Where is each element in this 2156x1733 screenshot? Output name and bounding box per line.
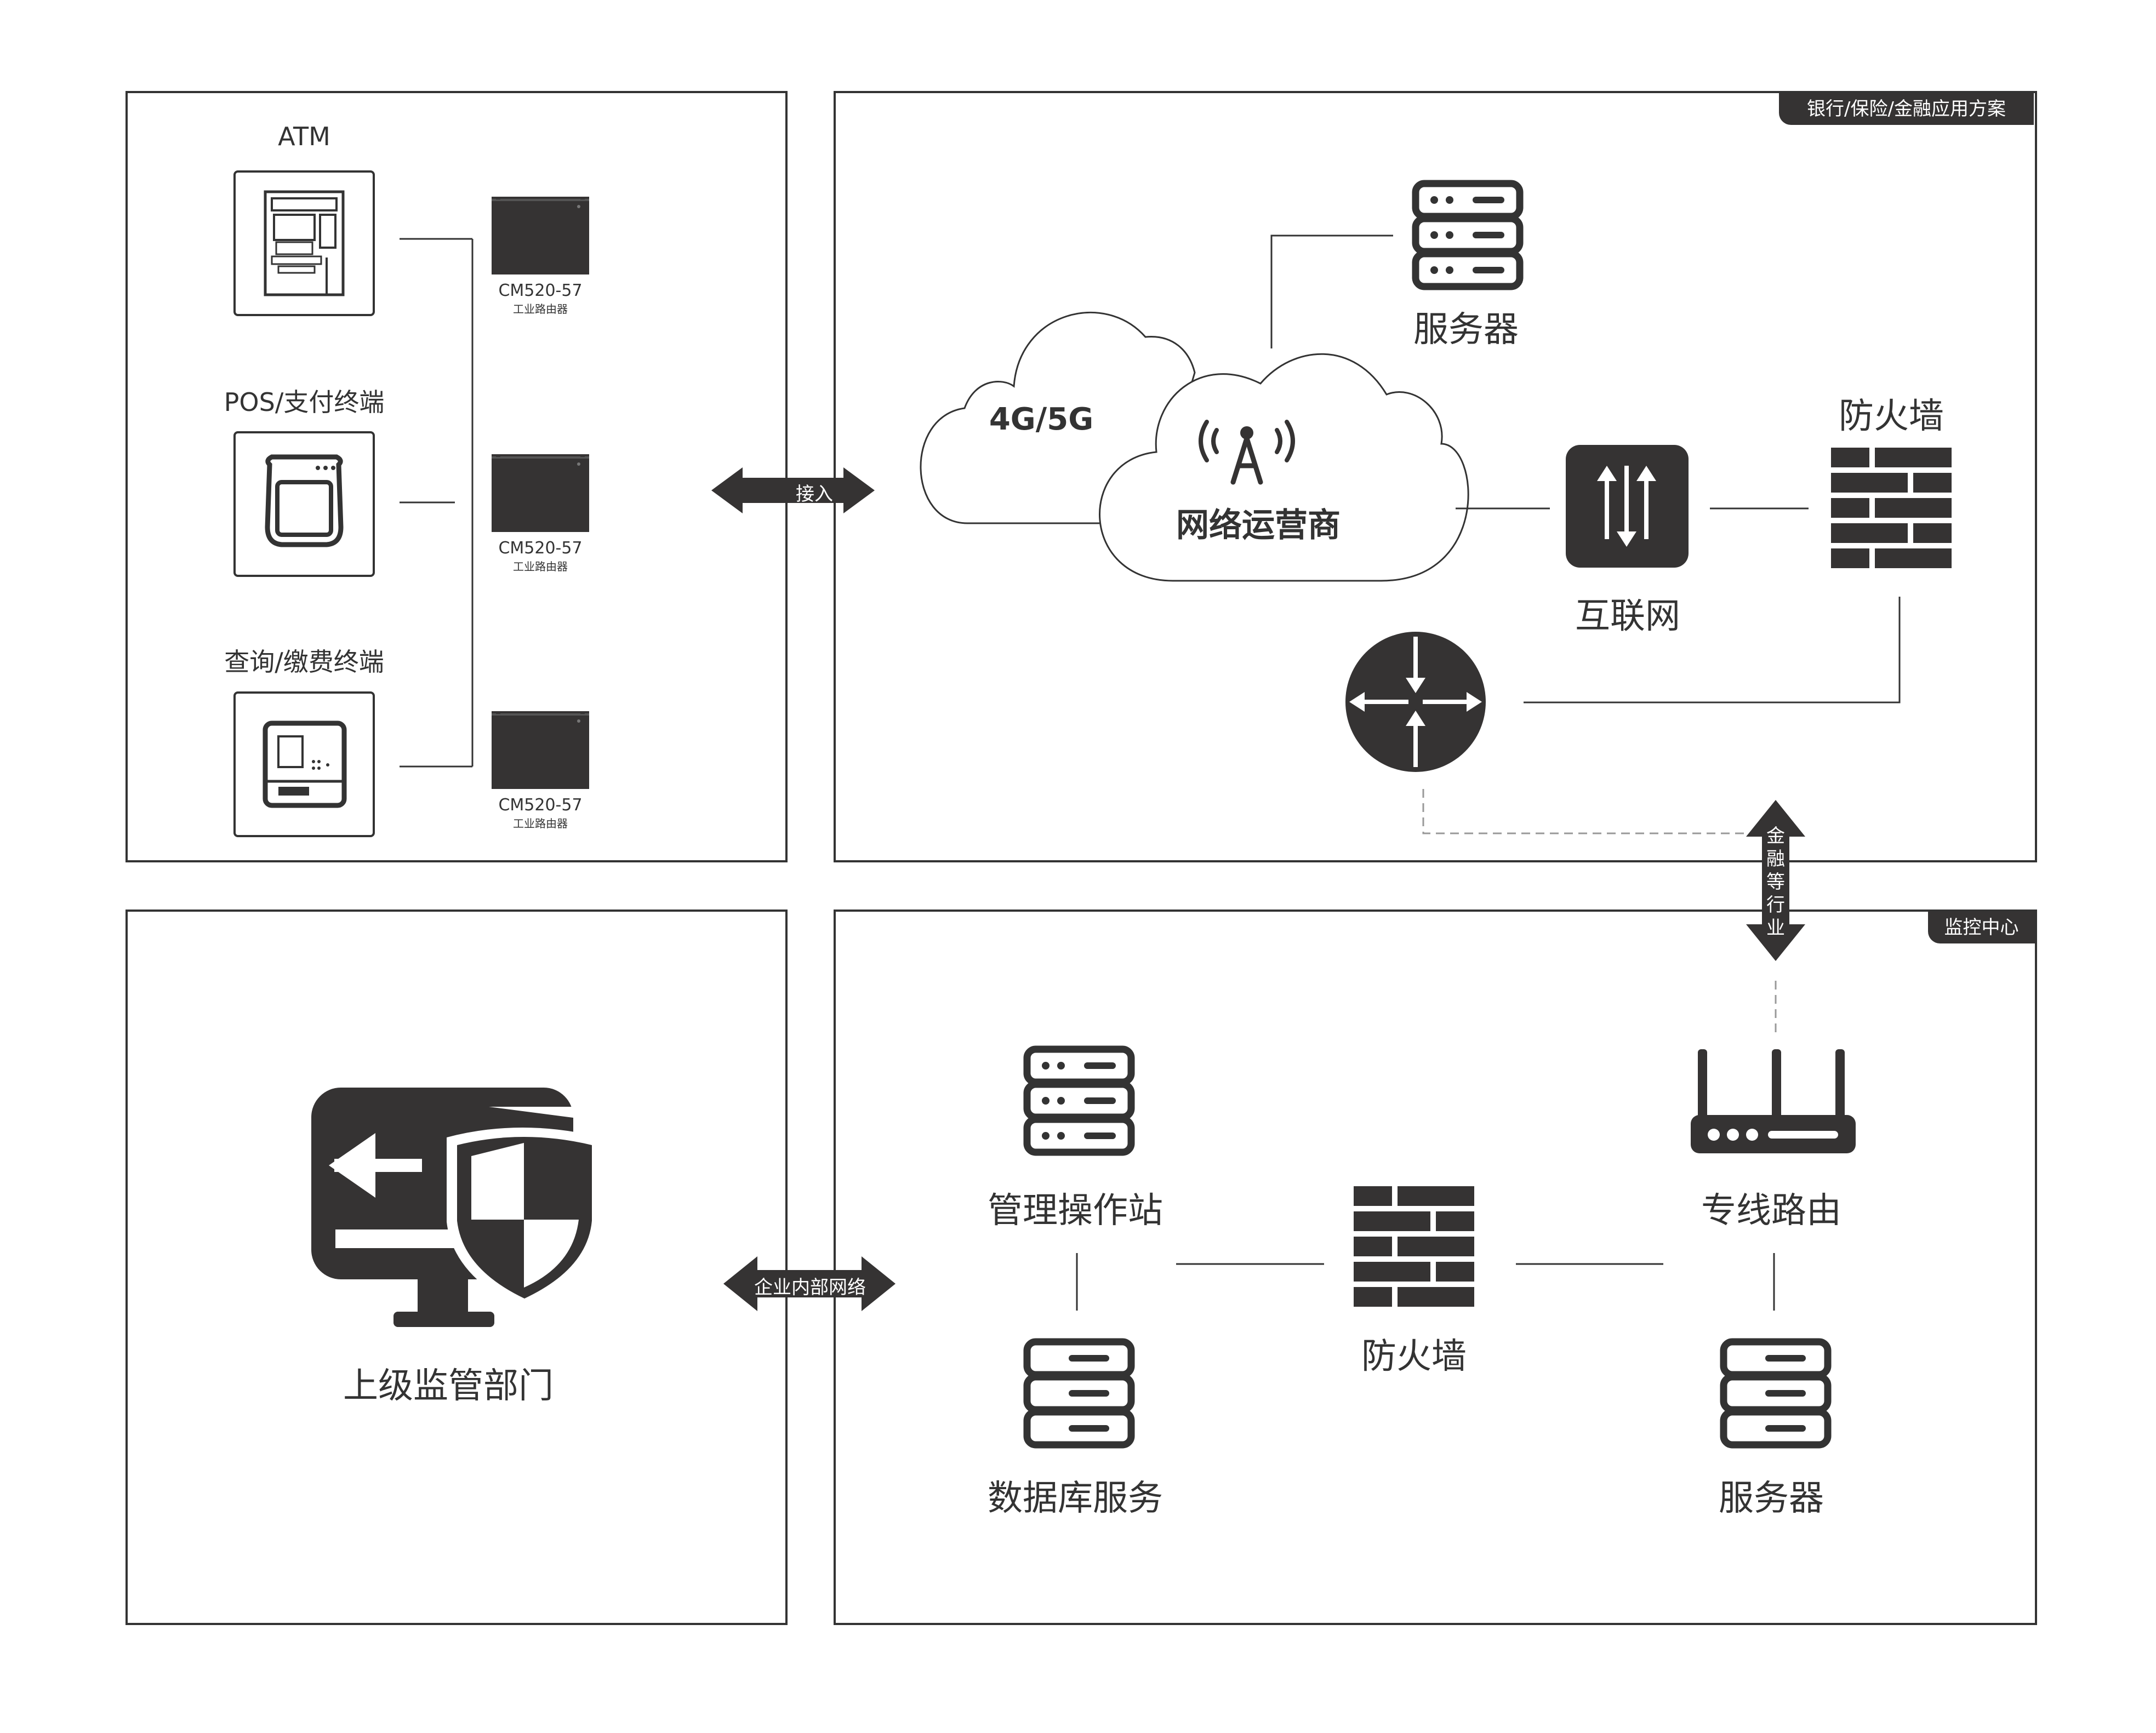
dashed-link — [1422, 789, 1746, 834]
access-connector-double-arrow — [711, 467, 875, 513]
industrial-router-icon — [492, 197, 589, 274]
switch-icon — [1566, 445, 1689, 568]
atm-label: ATM — [278, 122, 330, 151]
bottom-server-label: 服务器 — [1719, 1478, 1824, 1519]
bottom-firewall-label: 防火墙 — [1361, 1336, 1467, 1377]
router-sub-label: 工业路由器 — [513, 560, 568, 573]
industrial-router-icon — [492, 454, 589, 532]
server-icon — [1724, 1342, 1828, 1445]
monitoring-center-tag: 监控中心 — [1928, 912, 2035, 943]
monitoring-link-lines — [1076, 1253, 1775, 1311]
panel-monitoring-center — [834, 910, 2037, 1625]
atm-icon — [233, 170, 375, 316]
intranet-connector-label: 企业内部网络 — [754, 1277, 866, 1299]
router-sub-label: 工业路由器 — [513, 302, 568, 316]
financial-solution-tag: 银行/保险/金融应用方案 — [1779, 93, 2034, 125]
database-label: 数据库服务 — [988, 1478, 1163, 1519]
network-link-lines — [1270, 235, 1901, 704]
cloud-4g5g-label: 4G/5G — [989, 402, 1094, 437]
mgmt-station-label: 管理操作站 — [988, 1191, 1163, 1231]
access-connector-label: 接入 — [796, 483, 833, 505]
pos-terminal-icon — [233, 431, 375, 577]
panel-devices — [126, 91, 788, 862]
firewall-icon — [1354, 1186, 1474, 1307]
internet-label: 互联网 — [1575, 596, 1680, 637]
cloud-icon — [1099, 353, 1469, 582]
server-icon — [1027, 1049, 1131, 1152]
top-firewall-label: 防火墙 — [1839, 396, 1944, 437]
industry-connector-label: 金融等行业 — [1759, 825, 1792, 940]
industry-label-char: 金 — [1766, 825, 1785, 847]
router-model-label: CM520-57 — [498, 281, 583, 300]
panel-supervisor — [126, 910, 788, 1625]
top-server-label: 服务器 — [1413, 310, 1519, 350]
query-label: 查询/缴费终端 — [224, 647, 384, 677]
industrial-router-icon — [492, 711, 589, 789]
database-icon — [1027, 1342, 1131, 1445]
router-sub-label: 工业路由器 — [513, 817, 568, 830]
server-icon — [1416, 184, 1520, 287]
industry-label-char: 行 — [1766, 894, 1785, 916]
industry-label-char: 融 — [1766, 848, 1785, 870]
firewall-icon — [1831, 448, 1952, 568]
device-link-lines — [400, 238, 474, 768]
supervisor-label: 上级监管部门 — [343, 1366, 554, 1406]
signal-tower-icon — [1199, 420, 1295, 485]
wifi-router-icon — [1691, 1049, 1856, 1153]
router-model-label: CM520-57 — [498, 796, 583, 815]
router-icon — [1345, 632, 1486, 772]
industry-connector-double-arrow — [1746, 800, 1805, 961]
industry-label-char: 业 — [1766, 917, 1785, 939]
dedicated-router-label: 专线路由 — [1701, 1191, 1841, 1231]
router-model-label: CM520-57 — [498, 539, 583, 558]
intranet-connector-double-arrow — [723, 1256, 896, 1311]
pos-label: POS/支付终端 — [224, 387, 385, 417]
operator-label: 网络运营商 — [1176, 506, 1341, 545]
query-terminal-icon — [233, 691, 375, 837]
industry-label-char: 等 — [1766, 871, 1785, 893]
monitor-shield-icon — [311, 1088, 602, 1327]
panel-financial-network — [834, 91, 2037, 862]
